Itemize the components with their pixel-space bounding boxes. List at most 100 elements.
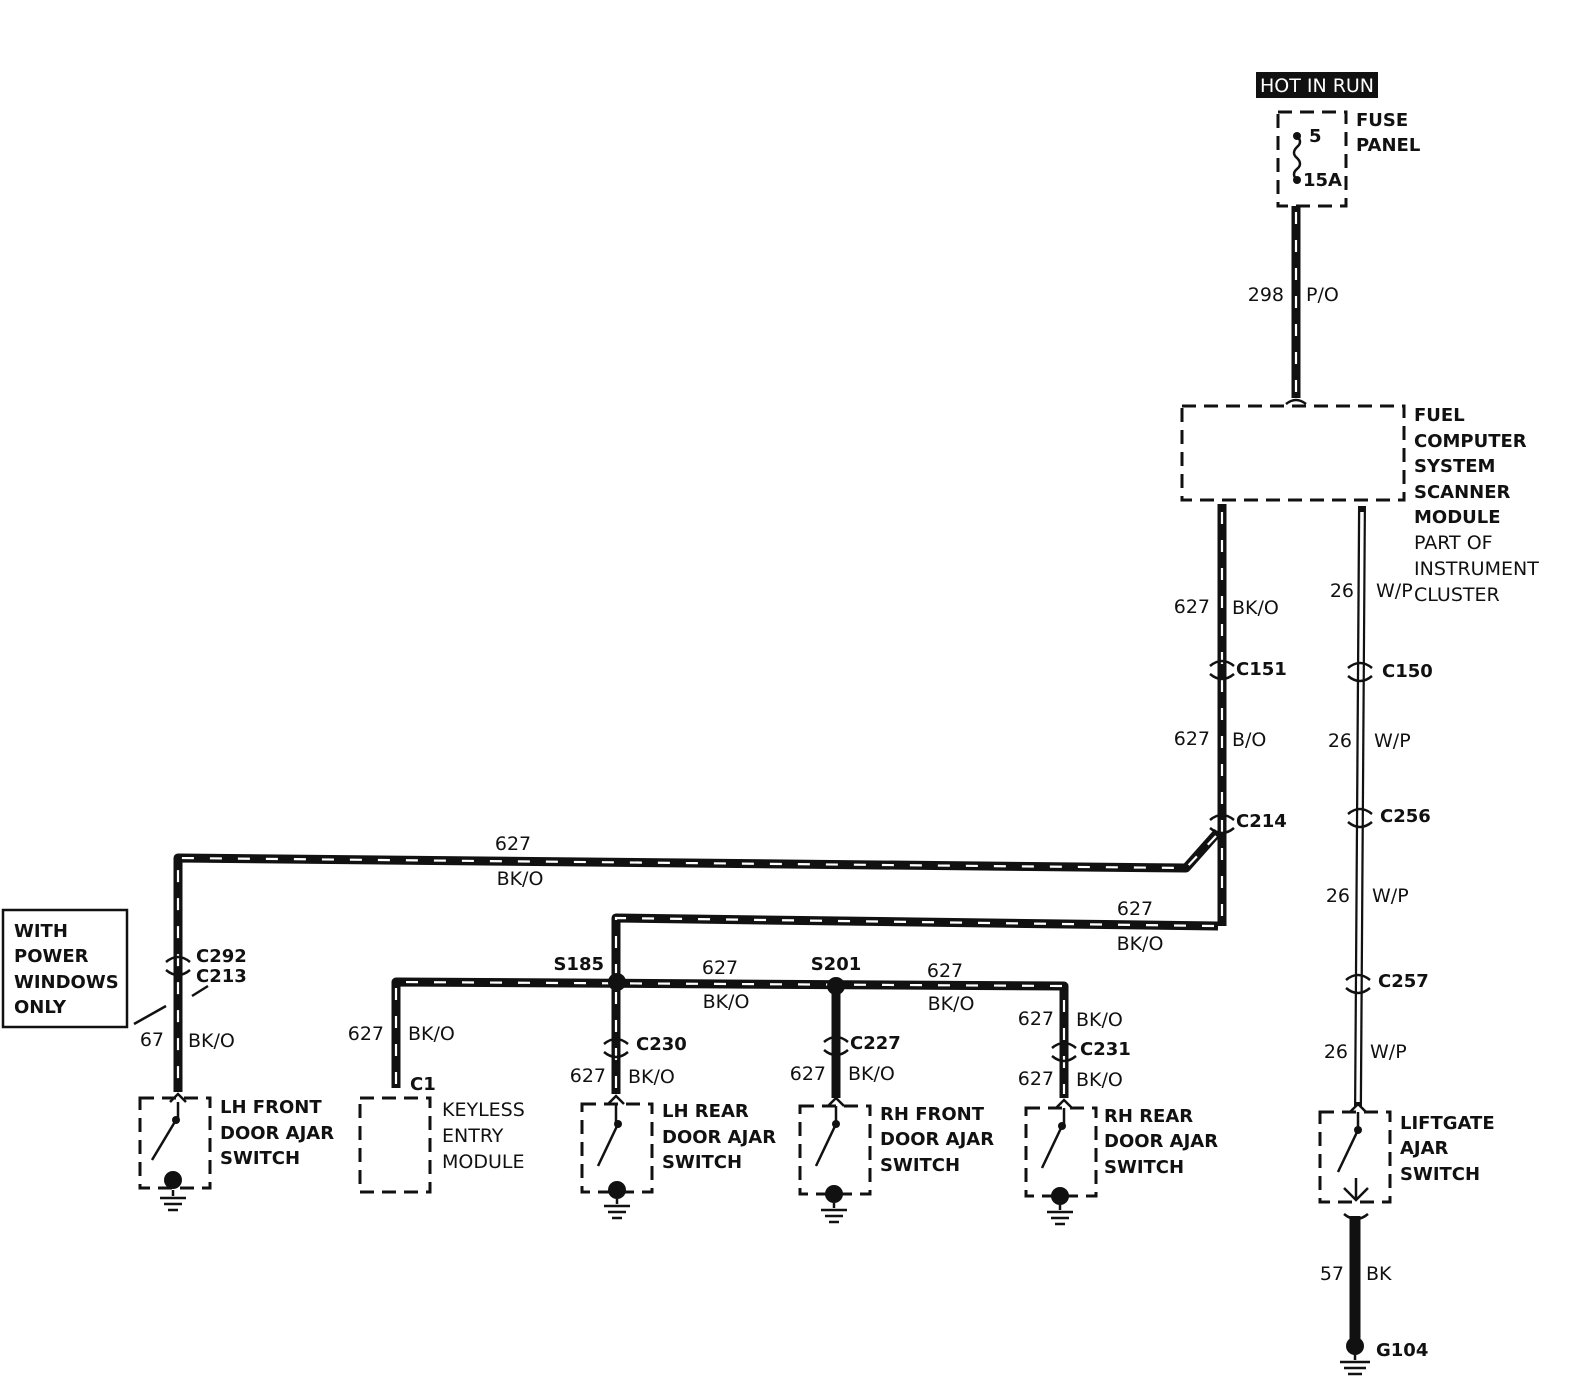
wire-298-color: P/O [1306,284,1339,306]
wire-627-s185-color: BK/O [703,991,750,1013]
connector-c256-label: C256 [1380,806,1431,827]
fuse-rating: 15A [1303,170,1342,191]
c213-arrow [191,984,209,998]
wire-26-d-number: 26 [1324,1041,1348,1063]
wire-627-key-color: BK/O [408,1023,455,1045]
wire-627-top-number: 627 [495,833,531,855]
power-windows-line-2: POWER [14,946,89,967]
splice-s185-label: S185 [553,954,604,975]
wire-627-mid-branch [611,913,1219,1094]
wire-627-mid-number: 627 [1117,898,1153,920]
fuel-computer-module-box [1180,404,1406,502]
connector-c231-label: C231 [1080,1039,1131,1060]
wire-57-ground [1340,1213,1370,1376]
wire-26-c-number: 26 [1326,885,1350,907]
connector-c257-label: C257 [1378,971,1429,992]
fuse-panel-label-1: FUSE [1356,110,1408,131]
rh-front-door-switch [798,1096,872,1224]
wire-26-b-number: 26 [1328,730,1352,752]
wire-627-rhr1-color: BK/O [1076,1009,1123,1031]
wire-627-rhf-color: BK/O [848,1063,895,1085]
connector-c227-label: C227 [850,1033,901,1054]
wire-627-rhr2-color: BK/O [1076,1069,1123,1091]
liftgate-label-3: SWITCH [1400,1164,1480,1185]
connector-c150-icon [1347,661,1373,683]
lh-front-door-switch [138,1092,212,1212]
power-windows-note-box [1,908,129,1029]
connector-c256-icon [1347,807,1373,829]
rh-front-label-2: DOOR AJAR [880,1129,994,1150]
hot-in-run-badge [1256,72,1378,98]
rh-rear-door-switch [1024,1098,1098,1226]
wire-627-s201-number: 627 [927,960,963,982]
connector-c151-label: C151 [1236,659,1287,680]
power-windows-line-3: WINDOWS [14,972,119,993]
wire-627-key-number: 627 [348,1023,384,1045]
splice-s201-label: S201 [811,954,862,975]
fuse-panel-box [1276,110,1348,208]
connector-c214-icon [1209,813,1235,835]
rh-front-label-3: SWITCH [880,1155,960,1176]
wire-26-c-color: W/P [1372,885,1409,907]
connector-c1-label: C1 [410,1074,436,1095]
keyless-entry-module-box [358,1096,432,1194]
wire-627-s185-number: 627 [702,957,738,979]
wire-26-a-color: W/P [1376,580,1413,602]
wire-26-liftgate [1354,505,1366,1107]
fuse-number: 5 [1309,126,1322,147]
wire-627-b-color: B/O [1232,729,1266,751]
keyless-label-2: ENTRY [442,1125,504,1147]
power-windows-line-1: WITH [14,921,68,942]
lh-rear-label-3: SWITCH [662,1152,742,1173]
wire-627-rhr2-number: 627 [1018,1068,1054,1090]
lh-front-label-1: LH FRONT [220,1097,322,1118]
connector-c231-icon [1051,1041,1077,1063]
wire-26-d-color: W/P [1370,1041,1407,1063]
connector-c150-label: C150 [1382,661,1433,682]
fuse-icon [1292,132,1302,184]
wire-26-b-color: W/P [1374,730,1411,752]
keyless-label-1: KEYLESS [442,1099,525,1121]
wire-67-color: BK/O [188,1030,235,1052]
module-label-7: INSTRUMENT [1414,558,1539,580]
wire-627-lhr-number: 627 [570,1065,606,1087]
rh-rear-label-2: DOOR AJAR [1104,1131,1218,1152]
connector-c214-label: C214 [1236,811,1287,832]
wire-57-number: 57 [1320,1263,1344,1285]
connector-c230-label: C230 [636,1034,687,1055]
module-label-4: SCANNER [1414,482,1511,503]
hot-in-run-label: HOT IN RUN [1260,75,1374,97]
wire-627-a-color: BK/O [1232,597,1279,619]
module-label-3: SYSTEM [1414,456,1495,477]
wire-627-a-number: 627 [1174,596,1210,618]
wire-627-lhr-color: BK/O [628,1066,675,1088]
wire-26-a-number: 26 [1330,580,1354,602]
wire-627-rhf-number: 627 [790,1063,826,1085]
module-label-2: COMPUTER [1414,431,1527,452]
lh-rear-label-2: DOOR AJAR [662,1127,776,1148]
rh-rear-label-3: SWITCH [1104,1157,1184,1178]
module-label-8: CLUSTER [1414,584,1500,606]
connector-c230-icon [603,1037,629,1059]
rh-rear-label-1: RH REAR [1104,1106,1193,1127]
liftgate-label-2: AJAR [1400,1138,1449,1159]
connector-c292-label: C292 [196,946,247,967]
wire-57-color: BK [1366,1263,1392,1285]
wire-627-mid-color: BK/O [1117,933,1164,955]
power-windows-line-4: ONLY [14,997,67,1018]
wire-627-rhr1-number: 627 [1018,1008,1054,1030]
ground-g104-label: G104 [1376,1340,1428,1361]
wire-298 [1285,206,1307,406]
fuse-panel-label-2: PANEL [1356,135,1420,156]
power-windows-leader [133,1004,167,1026]
keyless-label-3: MODULE [442,1151,524,1173]
wire-627-b-number: 627 [1174,728,1210,750]
connector-c257-icon [1345,973,1371,995]
wire-627-s201-color: BK/O [928,993,975,1015]
connector-c227-icon [823,1035,849,1057]
module-label-1: FUEL [1414,405,1465,426]
rh-front-label-1: RH FRONT [880,1104,985,1125]
splice-s201-dot [827,977,845,995]
